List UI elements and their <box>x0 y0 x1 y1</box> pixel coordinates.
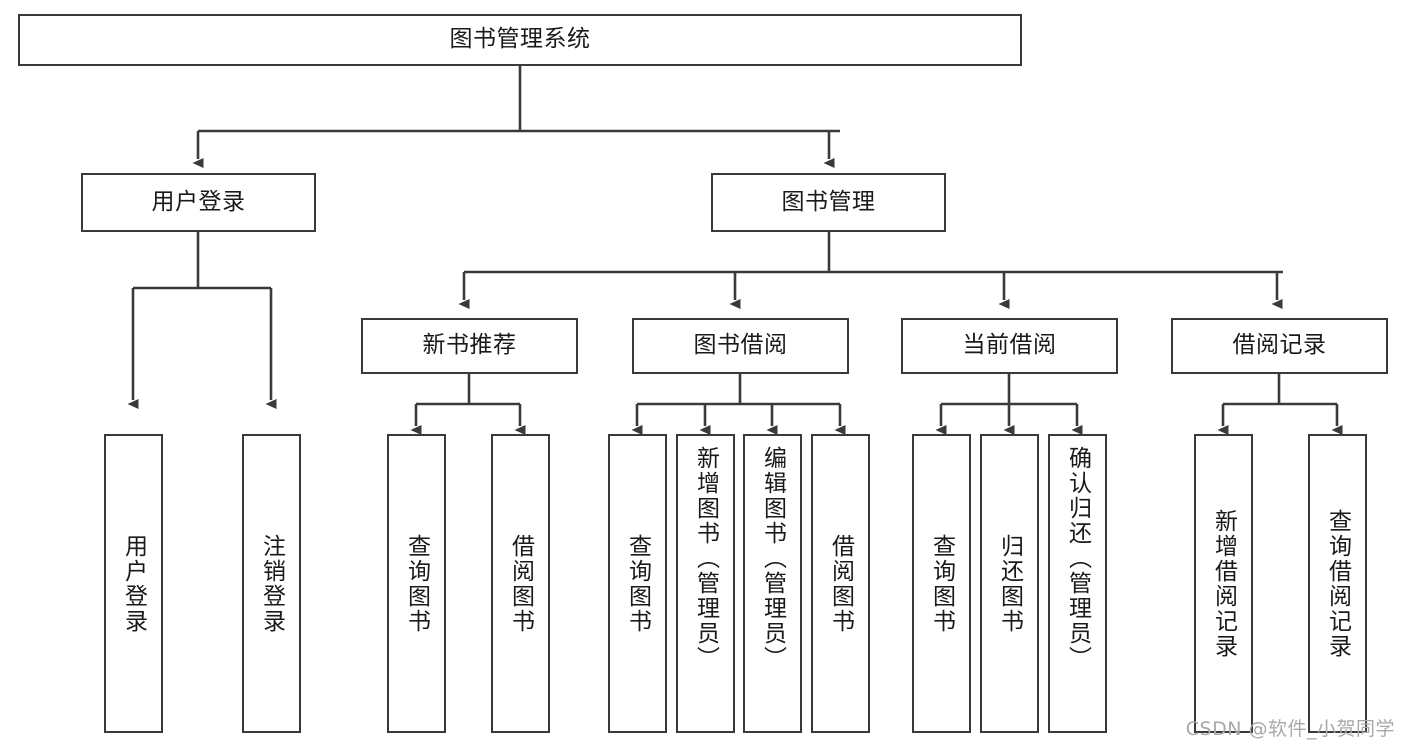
node-current-borrow[interactable]: 当前借阅 <box>901 318 1118 374</box>
leaf-borrow-edit-book[interactable]: 编辑图书（管理员） <box>743 434 802 733</box>
leaf-new-book-borrow-label: 借阅图书 <box>507 533 534 634</box>
node-book-management[interactable]: 图书管理 <box>711 173 946 232</box>
leaf-new-book-query[interactable]: 查询图书 <box>387 434 446 733</box>
watermark: CSDN @软件_小贺同学 <box>1185 718 1395 740</box>
node-borrow-record[interactable]: 借阅记录 <box>1171 318 1388 374</box>
leaf-logout-label: 注销登录 <box>258 533 285 634</box>
leaf-borrow-edit-book-label: 编辑图书（管理员） <box>759 446 786 671</box>
node-user-login[interactable]: 用户登录 <box>81 173 316 232</box>
leaf-borrow-add-book[interactable]: 新增图书（管理员） <box>676 434 735 733</box>
leaf-borrow-borrow-book[interactable]: 借阅图书 <box>811 434 870 733</box>
leaf-user-login-label: 用户登录 <box>120 533 147 634</box>
leaf-new-book-borrow[interactable]: 借阅图书 <box>491 434 550 733</box>
leaf-current-return-book[interactable]: 归还图书 <box>980 434 1039 733</box>
leaf-current-return-book-label: 归还图书 <box>996 533 1023 634</box>
leaf-record-add-label: 新增借阅记录 <box>1210 508 1237 659</box>
leaf-user-login[interactable]: 用户登录 <box>104 434 163 733</box>
leaf-borrow-query-book[interactable]: 查询图书 <box>608 434 667 733</box>
leaf-new-book-query-label: 查询图书 <box>403 533 430 634</box>
leaf-current-confirm-return[interactable]: 确认归还（管理员） <box>1048 434 1107 733</box>
leaf-record-add[interactable]: 新增借阅记录 <box>1194 434 1253 733</box>
node-user-login-label: 用户登录 <box>151 188 246 215</box>
node-current-borrow-label: 当前借阅 <box>962 332 1057 359</box>
node-borrow-record-label: 借阅记录 <box>1232 332 1327 359</box>
leaf-borrow-add-book-label: 新增图书（管理员） <box>692 446 719 671</box>
leaf-borrow-query-book-label: 查询图书 <box>624 533 651 634</box>
node-book-borrow-label: 图书借阅 <box>693 332 788 359</box>
leaf-record-query[interactable]: 查询借阅记录 <box>1308 434 1367 733</box>
leaf-current-query-book-label: 查询图书 <box>928 533 955 634</box>
node-book-management-label: 图书管理 <box>781 188 876 215</box>
leaf-record-query-label: 查询借阅记录 <box>1324 508 1351 659</box>
node-root-label: 图书管理系统 <box>449 26 591 53</box>
node-root[interactable]: 图书管理系统 <box>18 14 1022 66</box>
leaf-logout[interactable]: 注销登录 <box>242 434 301 733</box>
leaf-borrow-borrow-book-label: 借阅图书 <box>827 533 854 634</box>
node-new-book-recommend-label: 新书推荐 <box>422 332 517 359</box>
node-new-book-recommend[interactable]: 新书推荐 <box>361 318 578 374</box>
node-book-borrow[interactable]: 图书借阅 <box>632 318 849 374</box>
leaf-current-confirm-return-label: 确认归还（管理员） <box>1064 446 1091 671</box>
leaf-current-query-book[interactable]: 查询图书 <box>912 434 971 733</box>
